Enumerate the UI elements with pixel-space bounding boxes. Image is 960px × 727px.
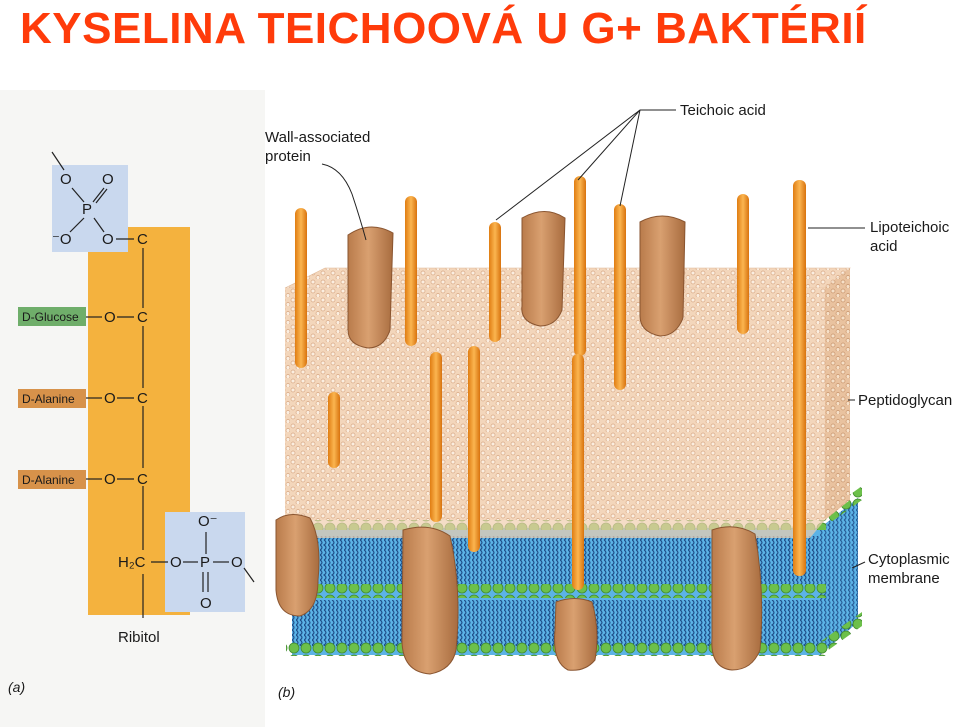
tag-d-alanine-1-label: D-Alanine <box>22 392 75 406</box>
phosphate-top-o2: O <box>102 171 114 188</box>
tag-d-glucose <box>18 307 86 326</box>
row2-c: C <box>137 390 148 407</box>
wall-associated-proteins <box>347 211 686 349</box>
label-membrane-1: Cytoplasmic <box>868 551 950 568</box>
phosphate-bottom-o-bottom: O <box>200 595 212 612</box>
phosphate-top-o-link: O <box>102 231 114 248</box>
panel-a-structure: O O P ⁻O O C D-Glucose O C D-Alanine O C <box>8 151 255 695</box>
phosphate-box-bottom <box>165 512 245 612</box>
leader-lines <box>321 109 866 569</box>
phosphate-top-p: P <box>82 201 92 218</box>
phosphate-bottom-o-minus: O⁻ <box>198 513 218 530</box>
phosphate-bottom-p: P <box>200 554 210 571</box>
panel-b-illustration: Teichoic acid Wall-associated protein Li… <box>265 102 952 700</box>
phosphate-box-top <box>52 165 128 252</box>
ribitol-label: Ribitol <box>118 629 160 646</box>
label-wall-protein-1: Wall-associated <box>265 129 370 146</box>
tag-d-alanine-1 <box>18 389 86 408</box>
phosphate-bottom-o2: O <box>231 554 243 571</box>
membrane-proteins <box>275 514 763 675</box>
row2-o: O <box>104 390 116 407</box>
label-teichoic-acid: Teichoic acid <box>680 102 766 119</box>
tag-d-glucose-label: D-Glucose <box>22 310 79 324</box>
label-wall-protein-2: protein <box>265 148 311 165</box>
tag-d-alanine-2-label: D-Alanine <box>22 473 75 487</box>
slide-title: KYSELINA TEICHOOVÁ U G+ BAKTÉRIÍ <box>20 4 867 53</box>
panel-b-letter: (b) <box>278 684 295 700</box>
teichoic-acid-rods <box>295 176 806 590</box>
label-lipoteichoic-2: acid <box>870 238 898 255</box>
row3-c: C <box>137 471 148 488</box>
phosphate-top-o1: O <box>60 171 72 188</box>
chain-h2c: H₂C <box>118 554 146 571</box>
label-lipoteichoic-1: Lipoteichoic <box>870 219 950 236</box>
phosphate-top-o-minus: ⁻O <box>52 231 72 248</box>
panel-a-letter: (a) <box>8 679 25 695</box>
label-peptidoglycan: Peptidoglycan <box>858 392 952 409</box>
label-membrane-2: membrane <box>868 570 940 587</box>
phosphate-bottom-o1: O <box>170 554 182 571</box>
row1-c: C <box>137 309 148 326</box>
tag-d-alanine-2 <box>18 470 86 489</box>
teichoic-acid-figure: O O P ⁻O O C D-Glucose O C D-Alanine O C <box>0 90 960 727</box>
row1-o: O <box>104 309 116 326</box>
row3-o: O <box>104 471 116 488</box>
chain-c-top: C <box>137 231 148 248</box>
